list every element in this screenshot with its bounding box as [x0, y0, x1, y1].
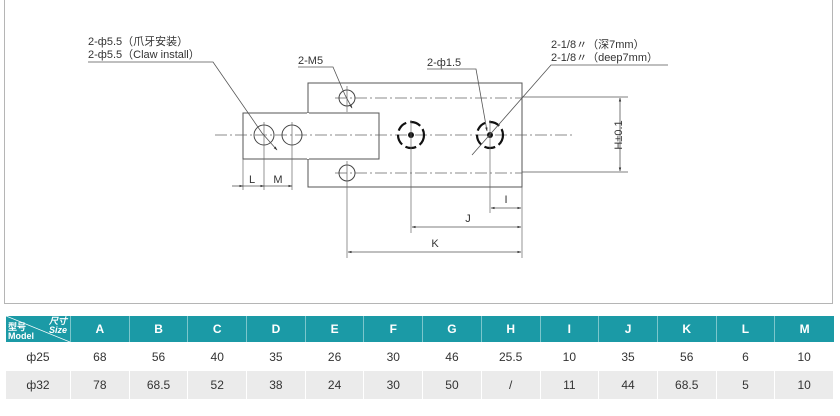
callout-pin-hole: 2-ф1.5 [427, 57, 461, 69]
model-cell: ф25 [6, 342, 71, 371]
claw-mount-block [242, 112, 380, 160]
callout-m5: 2-M5 [298, 55, 323, 67]
callout-claw-en: 2-ф5.5（Claw install） [88, 48, 200, 61]
column-header: J [599, 316, 658, 342]
dim-label-i: I [504, 194, 507, 206]
leader-m5 [298, 66, 353, 109]
table-row: ф32 78 68.5 52 38 24 30 50 / 11 44 68.5 … [6, 371, 834, 399]
callout-port-cn: 2-1/8〃（深7mm） [551, 38, 645, 51]
dim-label-j: J [465, 213, 471, 225]
dim-label-k: K [431, 238, 439, 250]
column-header: K [657, 316, 717, 342]
value-cell: 24 [305, 371, 365, 399]
leader-claw [88, 61, 278, 151]
value-cell: / [481, 371, 541, 399]
corner-diagonal [6, 316, 70, 342]
value-cell: 5 [716, 371, 776, 399]
value-cell: 6 [716, 342, 776, 371]
column-header: I [540, 316, 600, 342]
corner-model-cn: 型号 [8, 322, 27, 332]
value-cell: 68.5 [657, 371, 717, 399]
dim-label-l: L [249, 174, 255, 186]
table-row: ф25 68 56 40 35 26 30 46 25.5 10 35 56 6… [6, 342, 834, 371]
column-header: L [716, 316, 776, 342]
value-cell: 44 [599, 371, 658, 399]
value-cell: 30 [364, 371, 424, 399]
callout-port-en: 2-1/8〃（deep7mm） [551, 51, 658, 64]
value-cell: 30 [364, 342, 424, 371]
dim-label-m: M [273, 174, 282, 186]
column-header: A [71, 316, 130, 342]
value-cell: 56 [657, 342, 717, 371]
corner-size-en: Size [48, 325, 67, 335]
value-cell: 78 [71, 371, 130, 399]
value-cell: 26 [305, 342, 365, 371]
value-cell: 52 [188, 371, 248, 399]
leader-port [471, 64, 668, 156]
column-header: C [188, 316, 248, 342]
column-header: E [305, 316, 365, 342]
column-header: F [364, 316, 424, 342]
technical-drawing: H±0.1 L M I J K 2-ф5.5（爪牙安装） 2-ф5.5（Claw… [88, 34, 668, 258]
model-cell: ф32 [6, 371, 71, 399]
value-cell: 68 [71, 342, 130, 371]
value-cell: 10 [540, 342, 600, 371]
column-header: M [775, 316, 834, 342]
value-cell: 35 [599, 342, 658, 371]
value-cell: 68.5 [129, 371, 189, 399]
column-header: H [481, 316, 541, 342]
value-cell: 10 [775, 371, 834, 399]
value-cell: 46 [423, 342, 482, 371]
value-cell: 25.5 [481, 342, 541, 371]
value-cell: 38 [247, 371, 306, 399]
value-cell: 40 [188, 342, 248, 371]
callout-claw-cn: 2-ф5.5（爪牙安装） [88, 34, 188, 48]
value-cell: 10 [775, 342, 834, 371]
value-cell: 56 [129, 342, 189, 371]
dim-label-h: H±0.1 [613, 120, 625, 149]
corner-size-cn: 尺寸 [48, 316, 67, 326]
corner-model-en: Model [8, 331, 34, 341]
value-cell: 11 [540, 371, 600, 399]
column-header: G [423, 316, 482, 342]
value-cell: 50 [423, 371, 482, 399]
drawing-frame [4, 0, 833, 304]
leader-pin-hole [427, 68, 488, 132]
column-header: B [129, 316, 189, 342]
column-header: D [247, 316, 306, 342]
value-cell: 35 [247, 342, 306, 371]
